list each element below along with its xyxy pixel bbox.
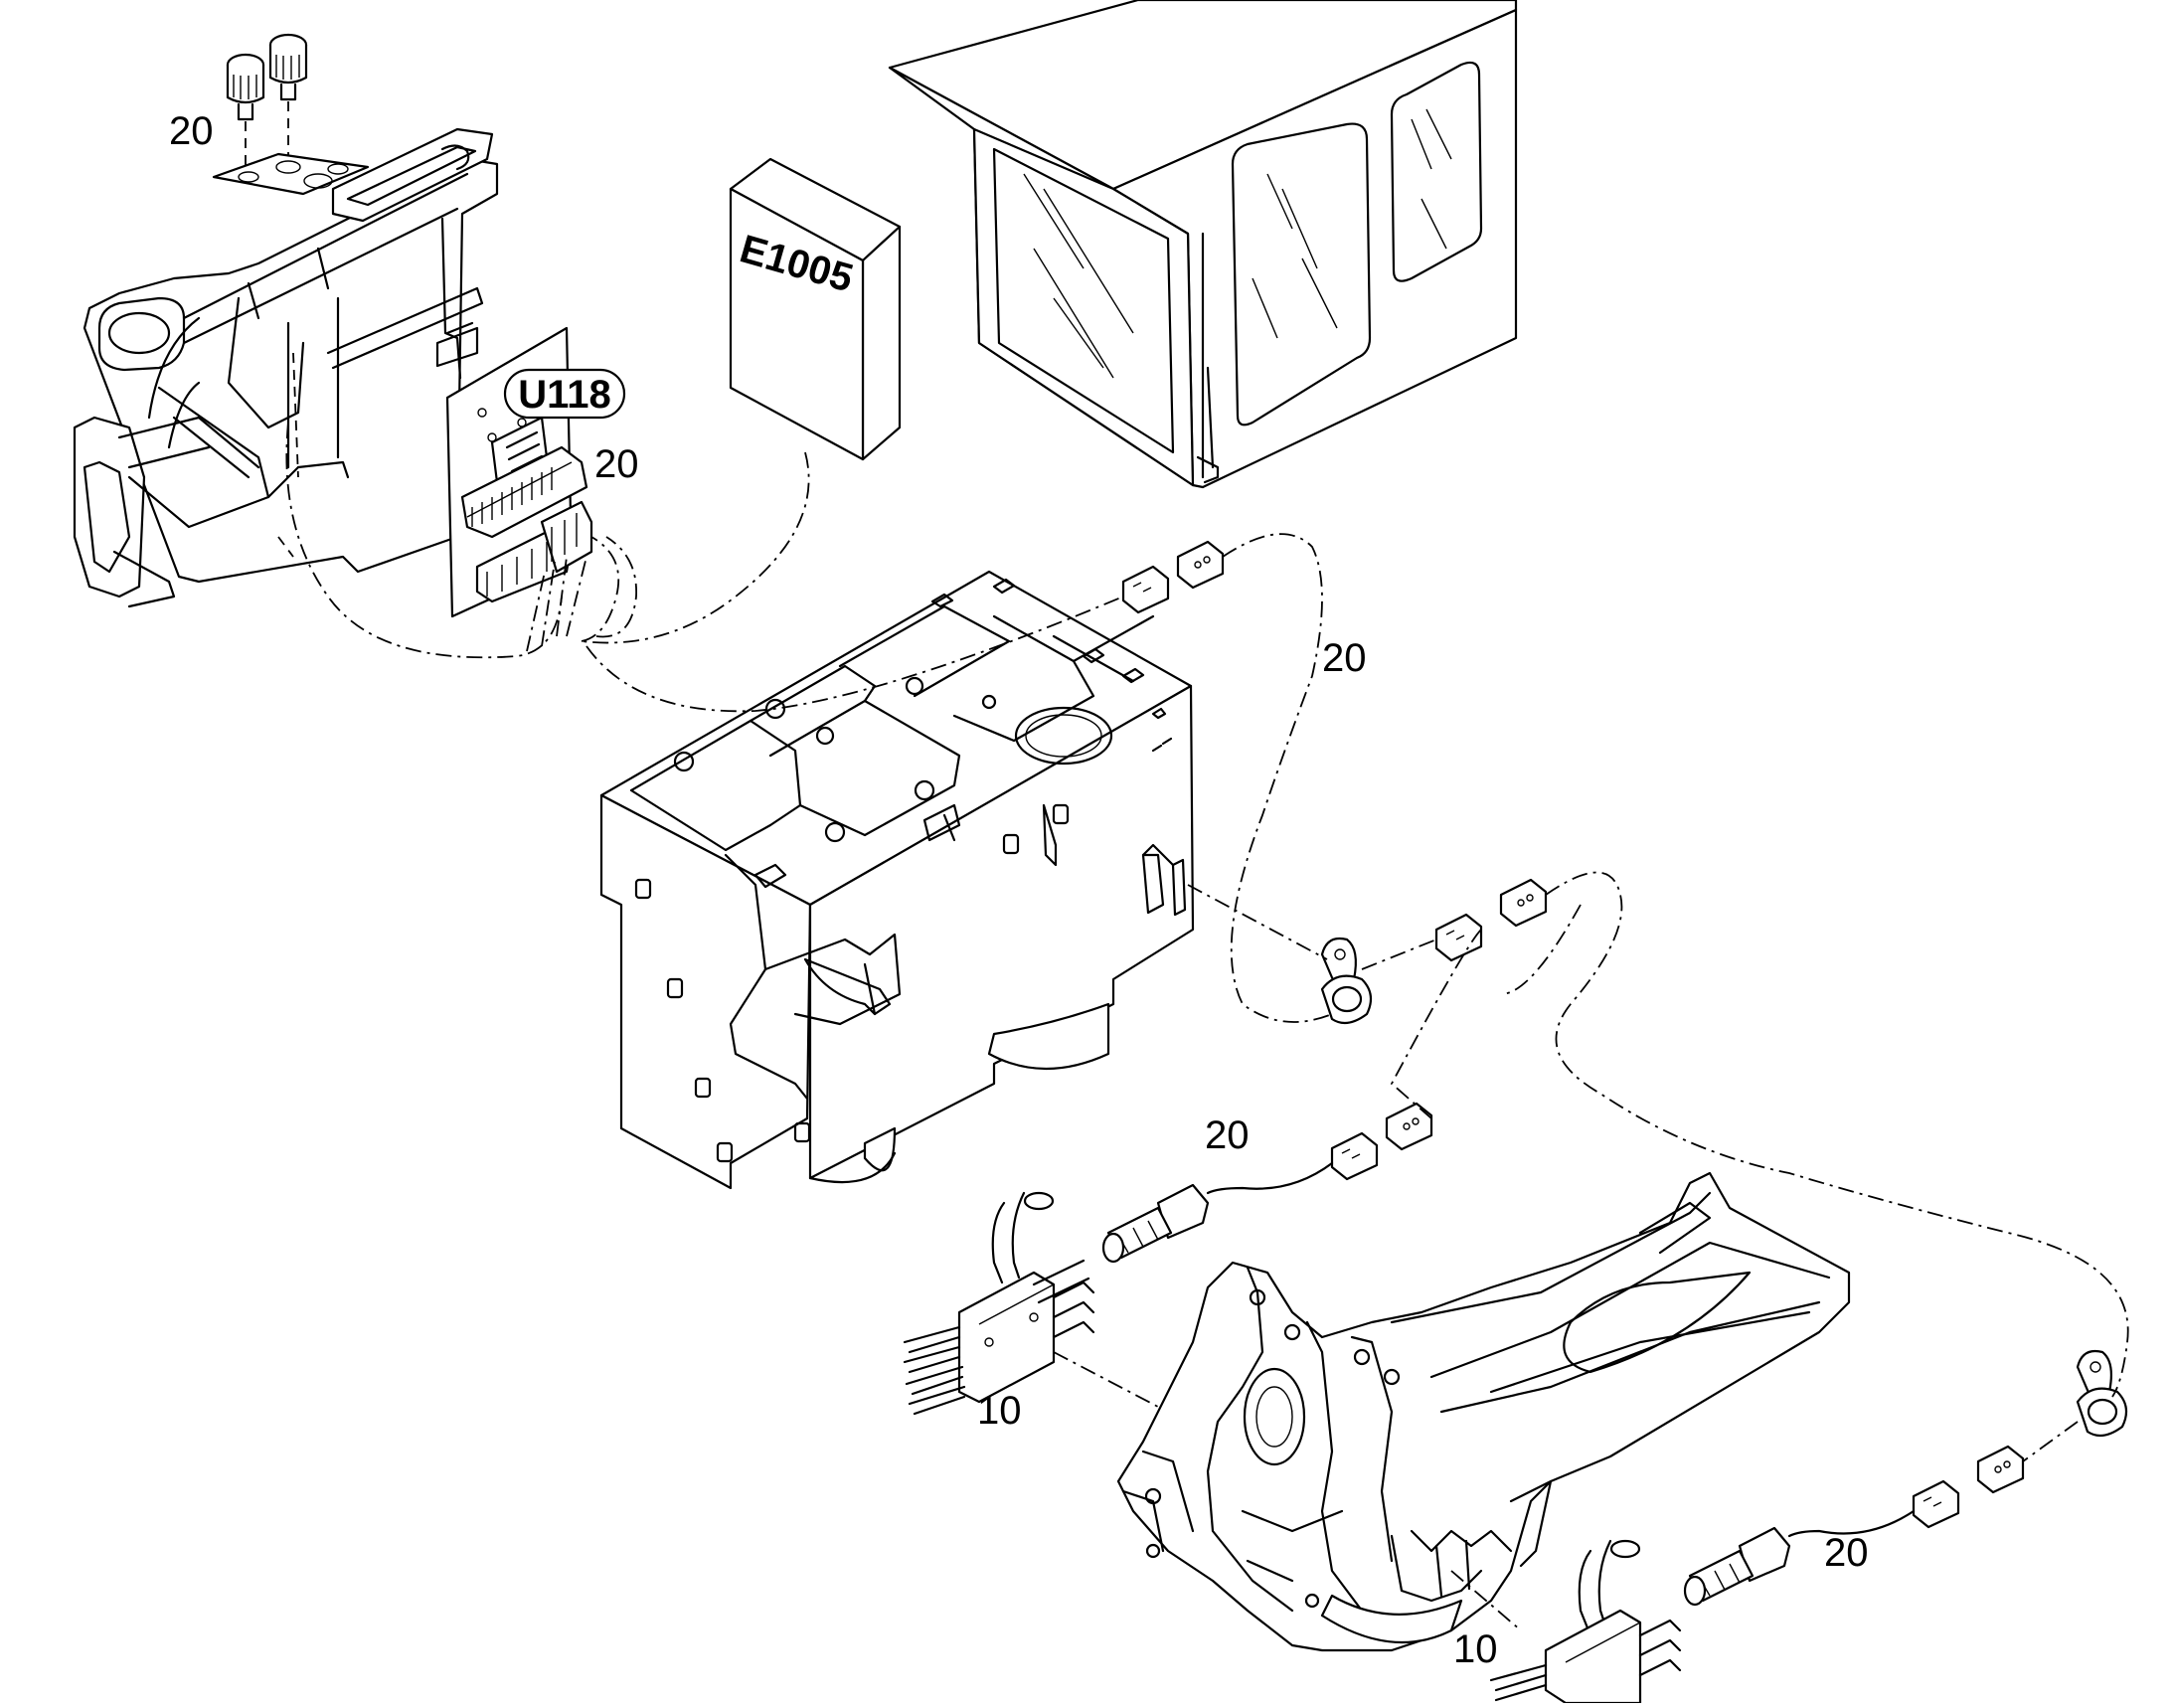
switch-plate bbox=[212, 152, 370, 196]
harness-connector-sensor2 bbox=[1912, 1445, 2025, 1529]
console-frame bbox=[73, 127, 499, 608]
harness-routes bbox=[277, 422, 2129, 1631]
hydraulic-distributor-right bbox=[1489, 1539, 1682, 1705]
callout-20-u118: 20 bbox=[594, 442, 639, 486]
rotary-knob-1 bbox=[226, 53, 265, 121]
callout-20-sensor2: 20 bbox=[1824, 1531, 1869, 1575]
armrest-console-assembly: U118 bbox=[73, 33, 626, 618]
callout-numbers: 20 20 20 20 20 10 10 bbox=[169, 109, 1869, 1671]
u118-tag bbox=[503, 368, 626, 420]
rotary-knob-2 bbox=[268, 33, 308, 101]
callout-20-harness: 20 bbox=[1322, 636, 1367, 680]
operator-cab bbox=[888, 0, 1518, 489]
callout-10-left: 10 bbox=[977, 1389, 1022, 1433]
cable-clamp-mid bbox=[1320, 937, 1373, 1025]
control-board-u118: U118 bbox=[445, 326, 626, 618]
main-boom bbox=[1116, 1171, 1851, 1652]
proximity-sensor-1 bbox=[1101, 1161, 1334, 1264]
proximity-sensor-2 bbox=[1683, 1509, 1916, 1607]
controller-box-e1005: E1005 bbox=[729, 157, 902, 461]
harness-connector-sensor1 bbox=[1330, 1102, 1433, 1181]
harness-connector-top-pair bbox=[1121, 540, 1225, 614]
cable-clamp-right bbox=[2076, 1349, 2128, 1438]
callout-20-sensor1: 20 bbox=[1205, 1113, 1250, 1157]
hydraulic-distributor-left bbox=[903, 1191, 1095, 1416]
callout-10-right: 10 bbox=[1453, 1627, 1498, 1671]
upper-frame-superstructure bbox=[599, 570, 1195, 1190]
u118-label: U118 bbox=[518, 373, 610, 417]
callout-20-knobs: 20 bbox=[169, 109, 214, 153]
harness-connector-mid-pair bbox=[1434, 878, 1548, 962]
